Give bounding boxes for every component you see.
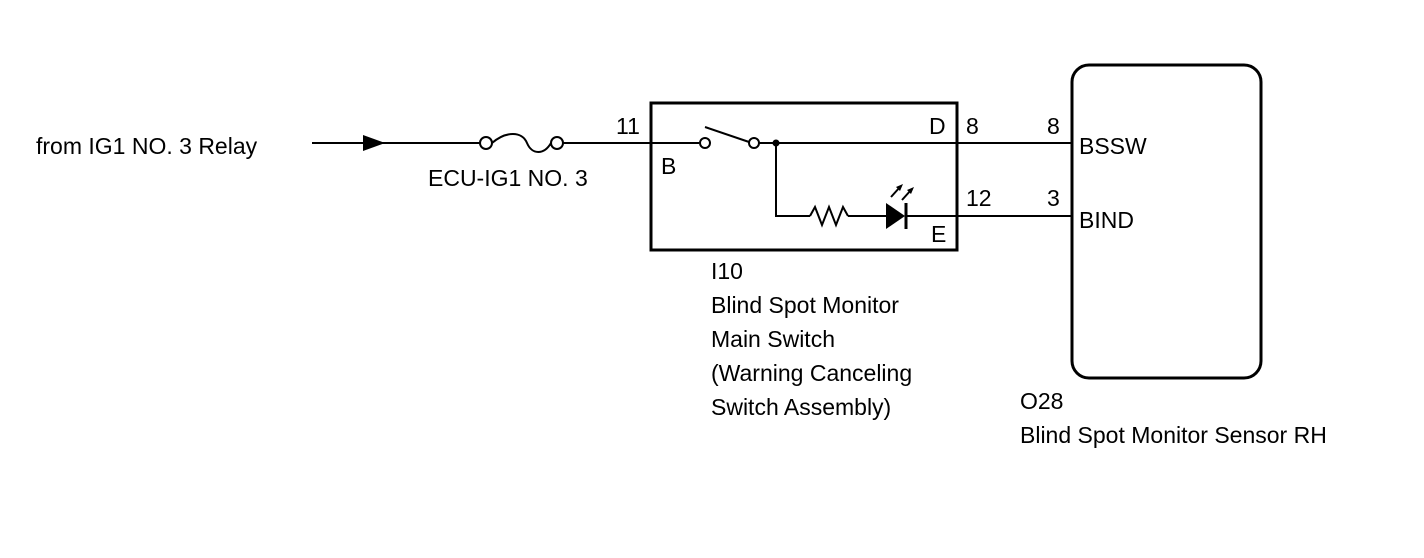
fuse-label: ECU-IG1 NO. 3 bbox=[428, 165, 588, 191]
switch-name-line-4: Switch Assembly) bbox=[711, 394, 891, 420]
switch-pin-in: 11 bbox=[616, 113, 640, 139]
arrow-icon bbox=[363, 135, 385, 151]
sensor-terminal-bind: BIND bbox=[1079, 207, 1134, 233]
sensor-box bbox=[1070, 63, 1263, 380]
sensor-name: Blind Spot Monitor Sensor RH bbox=[1020, 422, 1327, 448]
led-icon bbox=[886, 184, 914, 229]
switch-contact-icon bbox=[699, 126, 760, 149]
fuse-icon bbox=[479, 133, 564, 153]
source-label: from IG1 NO. 3 Relay bbox=[36, 133, 258, 159]
switch-name-line-2: Main Switch bbox=[711, 326, 835, 352]
led-branch-wire bbox=[775, 143, 810, 217]
switch-code: I10 bbox=[711, 258, 743, 284]
sensor-pin-bind: 3 bbox=[1047, 185, 1060, 211]
switch-name-line-1: Blind Spot Monitor bbox=[711, 292, 899, 318]
resistor-icon bbox=[809, 204, 849, 228]
sensor-code: O28 bbox=[1020, 388, 1063, 414]
switch-pin-d: 8 bbox=[966, 113, 979, 139]
sensor-pin-bssw: 8 bbox=[1047, 113, 1060, 139]
switch-box bbox=[649, 101, 959, 252]
switch-terminal-e: E bbox=[931, 221, 946, 247]
sensor-terminal-bssw: BSSW bbox=[1079, 133, 1147, 159]
switch-terminal-b: B bbox=[661, 153, 676, 179]
switch-pin-e: 12 bbox=[966, 185, 992, 211]
switch-name-line-3: (Warning Canceling bbox=[711, 360, 912, 386]
switch-terminal-d: D bbox=[929, 113, 946, 139]
